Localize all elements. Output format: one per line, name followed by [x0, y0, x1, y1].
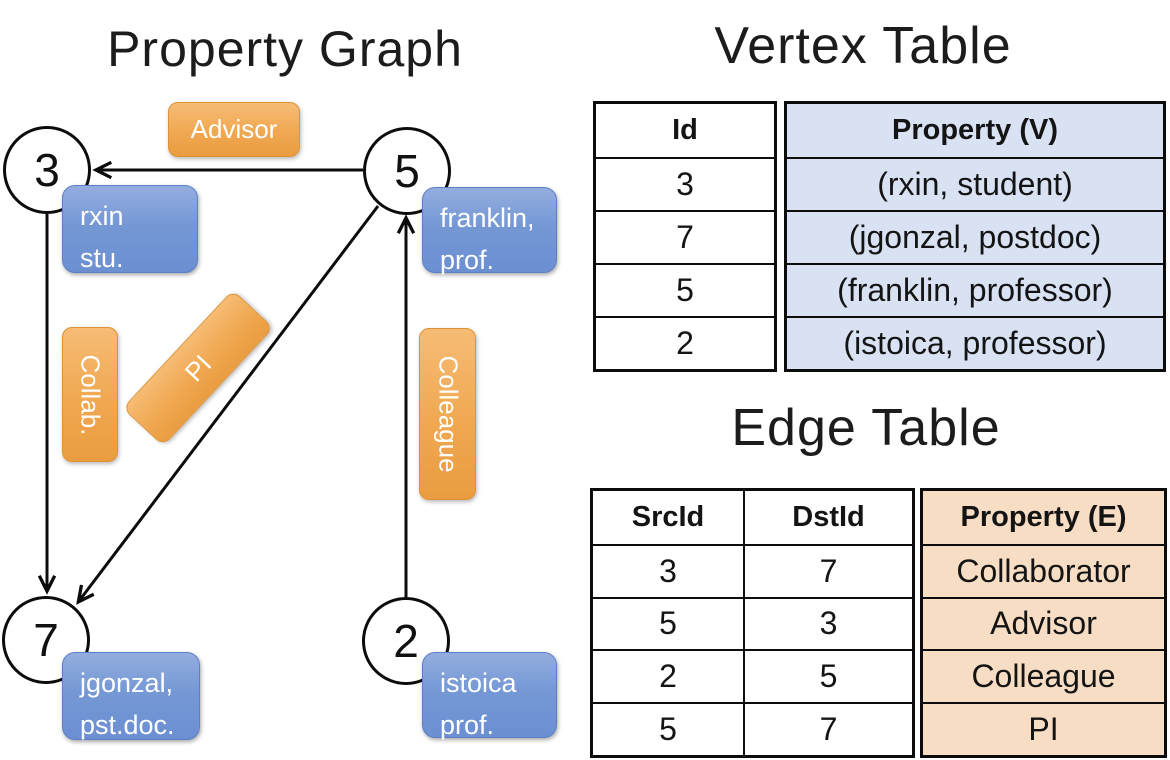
vertex-node-3-label: 3 — [34, 144, 60, 196]
vertex-property-box-5: franklin, prof. — [422, 187, 557, 275]
edge-label-advisor-text: Advisor — [190, 114, 278, 144]
edge-label-colleague-text: Colleague — [433, 355, 463, 473]
vertex-property-box-7-line2: pst.doc. — [80, 709, 175, 740]
edge-table-property-cell: Colleague — [923, 649, 1164, 702]
edge-table-title: Edge Table — [731, 399, 1001, 457]
edge-table-src-cell: 2 — [593, 649, 743, 702]
vertex-property-box-3-line2: stu. — [80, 242, 124, 273]
vertex-table-property-cell: (istoica, professor) — [787, 316, 1163, 369]
vertex-table-id-column: Id 3 7 5 2 — [593, 101, 777, 372]
edge-table-src-cell: 3 — [593, 543, 743, 597]
edge-label-collab: Collab. — [62, 327, 118, 462]
edge-table-src-cell: 5 — [593, 596, 743, 650]
edge-label-advisor: Advisor — [168, 102, 300, 157]
edge-label-colleague: Colleague — [419, 328, 476, 500]
edge-table-dst-header: DstId — [743, 491, 912, 544]
vertex-table-id-cell: 7 — [596, 210, 774, 263]
edge-table-src-cell: 5 — [593, 702, 743, 755]
vertex-table-id-cell: 3 — [596, 157, 774, 210]
vertex-node-2-label: 2 — [393, 615, 419, 667]
graph-edges-svg — [0, 0, 585, 760]
vertex-property-box-2-line2: prof. — [440, 709, 495, 740]
edge-table-property-cell: Advisor — [923, 596, 1164, 650]
vertex-table-property-cell: (franklin, professor) — [787, 263, 1163, 316]
vertex-table-property-header: Property (V) — [892, 114, 1058, 146]
vertex-table-id-cell: 2 — [596, 316, 774, 369]
vertex-property-box-2: istoica prof. — [422, 652, 557, 740]
vertex-table-property-cell: (jgonzal, postdoc) — [787, 210, 1163, 263]
vertex-property-box-3-line1: rxin — [80, 201, 124, 231]
vertex-table-property-cell: (rxin, student) — [787, 157, 1163, 210]
vertex-node-5: 5 — [363, 127, 451, 215]
edge-pi-5-to-7 — [79, 205, 380, 601]
vertex-property-box-7-line1: jgonzal, — [80, 668, 174, 698]
edge-table-property-column: Property (E) Collaborator Advisor Collea… — [920, 488, 1167, 758]
edge-table-dst-cell: 3 — [743, 596, 912, 650]
vertex-property-box-7: jgonzal, pst.doc. — [62, 652, 200, 740]
vertex-property-box-5-line2: prof. — [440, 244, 495, 275]
vertex-node-2: 2 — [362, 597, 450, 685]
edge-table-id-columns: SrcId DstId 3 7 5 3 2 5 5 7 — [590, 488, 915, 758]
vertex-node-5-label: 5 — [394, 145, 420, 197]
vertex-table-property-column: Property (V) (rxin, student) (jgonzal, p… — [784, 101, 1166, 372]
edge-table-property-cell: PI — [923, 702, 1164, 755]
edge-label-collab-text: Collab. — [75, 354, 106, 435]
edge-table-dst-cell: 5 — [743, 649, 912, 703]
vertex-node-7-label: 7 — [33, 614, 59, 666]
property-graph-title: Property Graph — [107, 21, 463, 77]
vertex-table-id-cell: 5 — [596, 263, 774, 316]
edge-table-property-header: Property (E) — [960, 500, 1127, 533]
edge-table-dst-cell: 7 — [743, 543, 912, 597]
edge-table-dst-cell: 7 — [743, 702, 912, 755]
vertex-property-box-2-line1: istoica — [440, 668, 517, 698]
vertex-property-box-5-line1: franklin, — [440, 203, 535, 233]
edge-table-property-cell: Collaborator — [923, 543, 1164, 597]
edge-table-src-header: SrcId — [631, 500, 705, 533]
vertex-table-title: Vertex Table — [714, 17, 1012, 75]
edge-label-pi-text: PI — [178, 348, 217, 387]
vertex-property-box-3: rxin stu. — [62, 185, 198, 273]
vertex-table-id-header: Id — [672, 114, 698, 146]
